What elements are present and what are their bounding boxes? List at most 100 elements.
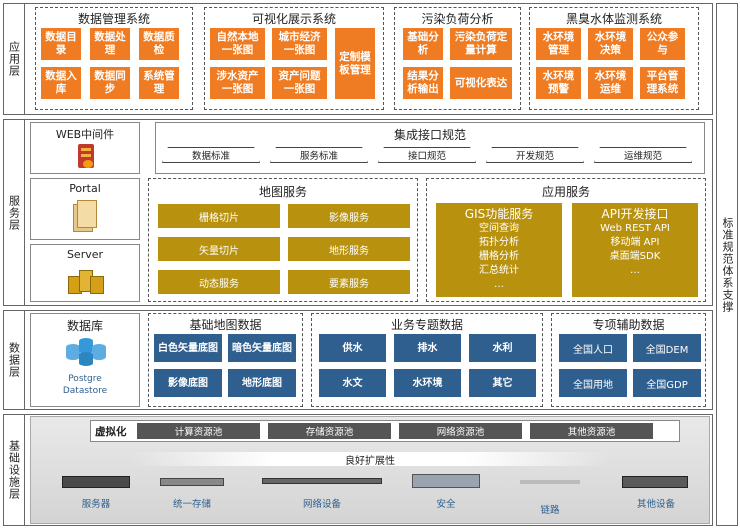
map-service-item: 栅格切片 [158, 204, 280, 228]
api-service-panel: API开发接口 Web REST API 移动端 API 桌面端SDK … [572, 203, 698, 297]
gis-service-title: GIS功能服务 [464, 207, 534, 221]
equipment-label: 统一存储 [172, 499, 211, 510]
map-service-item: 动态服务 [158, 270, 280, 294]
app-item: 涉水资产一张图 [210, 67, 265, 99]
app-item: 水环境预警 [536, 67, 581, 99]
virtualization-label: 虚拟化 [95, 426, 127, 438]
app-item: 资产问题一张图 [272, 67, 327, 99]
integration-tab: 运维规范 [594, 147, 692, 163]
aux-item: 全国DEM [633, 334, 701, 362]
api-service-title: API开发接口 [601, 207, 669, 221]
base-map-item: 白色矢量底图 [154, 334, 222, 362]
business-item: 排水 [394, 334, 461, 362]
pollution-title: 污染负荷分析 [421, 12, 494, 26]
server-box [30, 244, 140, 302]
server-cluster-icon [68, 266, 104, 296]
base-map-item: 影像底图 [154, 369, 222, 397]
data-mgmt-title: 数据管理系统 [77, 12, 150, 26]
app-item: 数据目录 [41, 28, 81, 60]
blackwater-box [529, 7, 699, 110]
base-map-data-title: 基础地图数据 [189, 318, 262, 332]
server-rack-icon [62, 476, 130, 488]
standards-label: 标准规范体系支撑 [721, 216, 734, 313]
integration-tab: 开发规范 [486, 147, 584, 163]
standards-frame [716, 3, 738, 526]
base-map-data-box [148, 313, 303, 407]
data-layer-frame [3, 310, 713, 410]
map-service-item: 地形服务 [288, 237, 410, 261]
map-service-item: 影像服务 [288, 204, 410, 228]
equipment-label: 服务器 [81, 499, 111, 510]
resource-pool: 存储资源池 [268, 423, 391, 439]
pollution-box [394, 7, 521, 110]
app-item: 系统管理 [139, 67, 179, 99]
app-item: 自然本地一张图 [210, 28, 265, 60]
app-item: 水环境运维 [588, 67, 633, 99]
scalability-bar [130, 452, 610, 466]
layer-label-service: 服务层 [3, 119, 25, 306]
layer-label-data: 数据层 [3, 310, 25, 410]
data-mgmt-box [35, 7, 193, 110]
resource-pool: 网络资源池 [399, 423, 522, 439]
aux-item: 全国GDP [633, 369, 701, 397]
integration-title: 集成接口规范 [393, 128, 466, 142]
database-title: 数据库 [66, 319, 103, 333]
map-service-item: 矢量切片 [158, 237, 280, 261]
integration-tab: 数据标准 [162, 147, 260, 163]
database-icon [66, 338, 106, 366]
app-item: 城市经济一张图 [272, 28, 327, 60]
app-item: 污染负荷定量计算 [450, 28, 512, 60]
map-service-item: 要素服务 [288, 270, 410, 294]
business-item: 供水 [319, 334, 386, 362]
base-map-item: 暗色矢量底图 [228, 334, 296, 362]
api-item: … [630, 265, 640, 276]
aux-data-title: 专项辅助数据 [592, 318, 665, 332]
firewall-icon [412, 474, 480, 488]
aux-data-box [551, 313, 706, 407]
business-item: 水文 [319, 369, 386, 397]
resource-pool: 计算资源池 [137, 423, 260, 439]
web-middleware-box [30, 122, 140, 174]
integration-tab: 服务标准 [270, 147, 368, 163]
database-box [30, 313, 140, 407]
app-item: 结果分析输出 [403, 67, 443, 99]
layer-label-app: 应用层 [3, 3, 25, 115]
app-item: 数据同步 [90, 67, 130, 99]
app-service-box [426, 178, 706, 302]
business-item: 其它 [469, 369, 536, 397]
business-data-box [311, 313, 543, 407]
portal-title: Portal [69, 182, 101, 195]
gis-item: 拓扑分析 [479, 237, 519, 248]
app-item: 公众参与 [640, 28, 685, 60]
layer-label-infra: 基础设施层 [3, 414, 25, 526]
storage-icon [160, 478, 224, 486]
base-map-item: 地形底图 [228, 369, 296, 397]
database-sub1: Postgre [68, 374, 102, 384]
service-layer-frame [3, 119, 713, 306]
aux-item: 全国人口 [559, 334, 627, 362]
app-service-title: 应用服务 [541, 185, 590, 199]
app-item: 平台管理系统 [640, 67, 685, 99]
equipment-label: 安全 [436, 499, 456, 510]
gis-item: 栅格分析 [479, 251, 519, 262]
scalability-label: 良好扩展性 [345, 456, 395, 467]
gis-item: 汇总统计 [479, 265, 519, 276]
app-item-template: 定制模板管理 [335, 28, 375, 99]
aux-item: 全国用地 [559, 369, 627, 397]
map-service-title: 地图服务 [258, 185, 307, 199]
app-item: 数据处理 [90, 28, 130, 60]
resource-pool: 其他资源池 [530, 423, 653, 439]
integration-box [155, 122, 705, 174]
network-switch-icon [262, 478, 382, 484]
link-icon [520, 480, 580, 484]
app-item: 水环境管理 [536, 28, 581, 60]
api-item: 移动端 API [610, 237, 660, 248]
gis-item: 空间查询 [479, 223, 519, 234]
equipment-label: 网络设备 [302, 499, 341, 510]
app-layer-frame [3, 3, 713, 115]
app-item: 数据质检 [139, 28, 179, 60]
server-title: Server [66, 248, 104, 261]
business-data-title: 业务专题数据 [390, 318, 463, 332]
app-item: 可视化表达 [450, 67, 512, 99]
business-item: 水环境 [394, 369, 461, 397]
